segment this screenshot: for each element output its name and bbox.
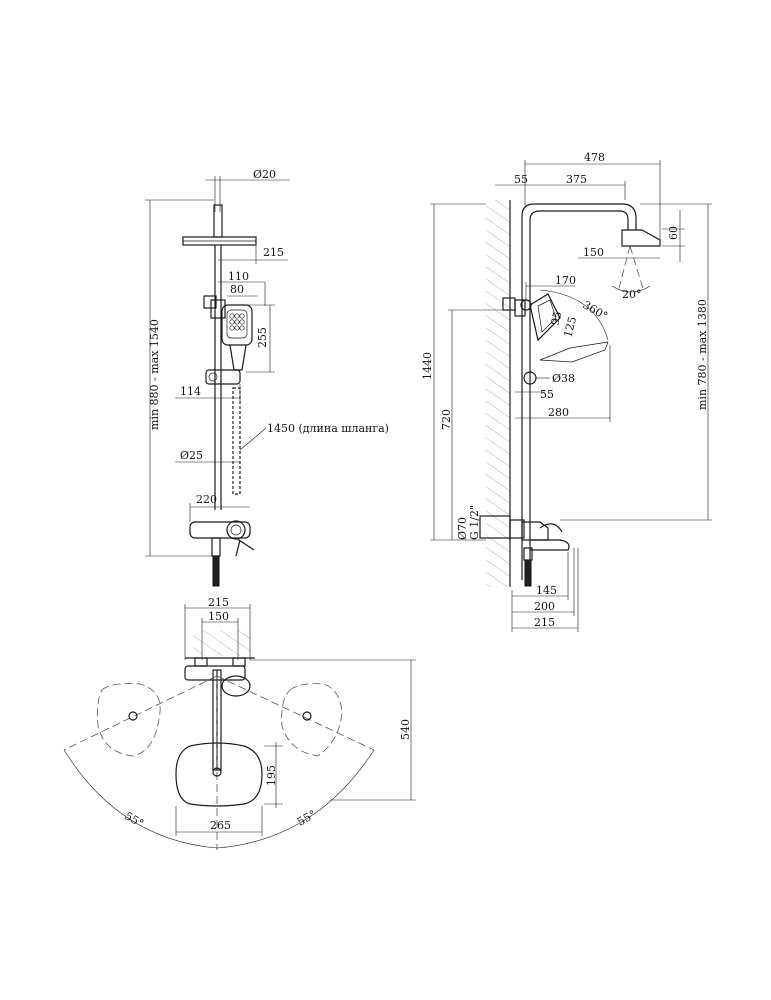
dim-knob-offset: 55 <box>540 388 554 401</box>
dim-handle-b: 125 <box>561 315 579 339</box>
angle-left: 55° <box>123 809 146 830</box>
dim-handshower-a: 110 <box>228 270 249 283</box>
dim-mixer-width: 220 <box>196 493 217 506</box>
dim-knob-diameter: Ø38 <box>552 372 575 385</box>
dim-spout-a: 145 <box>536 584 557 597</box>
dim-flange: Ø70 <box>456 517 469 540</box>
dim-total-reach: 478 <box>584 151 605 164</box>
dim-head-depth: 195 <box>265 765 278 786</box>
dim-height-range: min 880 - max 1540 <box>148 319 161 430</box>
dim-holder-depth: 170 <box>555 274 576 287</box>
front-view: 478 55 375 60 150 20° 170 <box>421 151 712 632</box>
dim-hose-length: 1450 (длина шланга) <box>267 422 389 435</box>
side-view: Ø20 215 110 80 25 <box>145 168 389 587</box>
dim-pipe-diameter: Ø20 <box>253 168 276 181</box>
dim-thread: G 1/2" <box>468 505 481 540</box>
dim-handle-a: 95 <box>548 310 564 327</box>
dim-head-height: 60 <box>667 226 680 240</box>
dim-range: min 780 - max 1380 <box>696 299 709 410</box>
dim-spout-c: 215 <box>534 616 555 629</box>
dim-depth: 540 <box>399 719 412 740</box>
angle-right: 55° <box>295 808 318 829</box>
dim-handshower-height: 255 <box>256 327 269 348</box>
dim-head-half: 150 <box>583 246 604 259</box>
dim-arm-length: 375 <box>566 173 587 186</box>
dim-outer-width: 215 <box>208 596 229 609</box>
dim-handshower-b: 80 <box>230 283 244 296</box>
dim-total-height: 1440 <box>421 352 434 380</box>
dim-holder-offset: 114 <box>180 385 201 398</box>
dim-spray-angle: 20° <box>622 288 642 301</box>
dim-head-radius: 215 <box>263 246 284 259</box>
dim-wall-offset: 55 <box>514 173 528 186</box>
dim-spout-b: 200 <box>534 600 555 613</box>
dim-outlet-height: 720 <box>440 409 453 430</box>
dim-head-width: 265 <box>210 819 231 832</box>
dim-inner-width: 150 <box>208 610 229 623</box>
dim-rail-diameter: Ø25 <box>180 449 203 462</box>
dim-rotation: 360° <box>581 298 610 323</box>
dim-handle-reach: 280 <box>548 406 569 419</box>
top-view: 215 150 540 195 <box>63 596 416 850</box>
